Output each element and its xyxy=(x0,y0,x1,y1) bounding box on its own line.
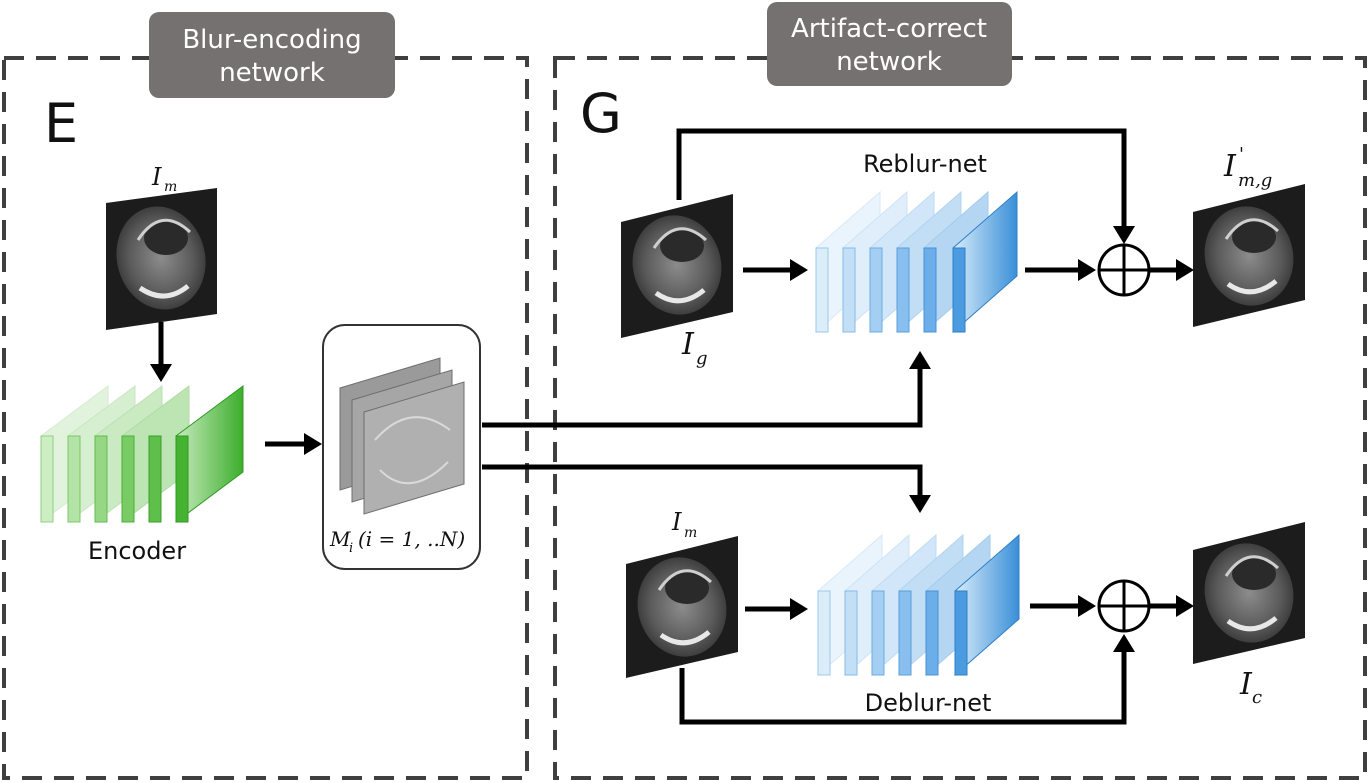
reblur-net-label: Reblur-net xyxy=(863,150,987,178)
blur-maps-label-range: (i = 1, ..N) xyxy=(358,527,465,551)
reblur-output-label-sub: m,g xyxy=(1238,170,1272,191)
upper-sum-node xyxy=(1097,243,1151,297)
deblur-input-ct-image xyxy=(626,536,738,678)
reblur-output-label: I ' m,g xyxy=(1223,144,1272,191)
reblur-input-label-sub: g xyxy=(696,348,708,369)
deblur-net-block xyxy=(817,533,1020,677)
encoder-block xyxy=(40,385,244,523)
generator-panel-tab xyxy=(767,2,1012,86)
encoder-input-ct-image xyxy=(106,188,217,330)
blur-maps-label: M i (i = 1, ..N) xyxy=(329,527,465,556)
reblur-output-label-prime: ' xyxy=(1239,144,1244,165)
reblur-output-ct-image xyxy=(1193,184,1305,327)
blur-maps-label-sub: i xyxy=(349,541,353,556)
deblur-input-label-sub: m xyxy=(684,525,697,541)
encoder-panel: Blur-encoding network E I m xyxy=(2,12,529,780)
encoder-input-label-sub: m xyxy=(164,179,177,195)
deblur-net-label: Deblur-net xyxy=(865,689,992,717)
generator-tab-line1: Artifact-correct xyxy=(791,14,987,44)
deblur-input-label: I m xyxy=(671,508,697,541)
encoder-tab-line2: network xyxy=(219,58,325,88)
generator-tab-line2: network xyxy=(836,47,942,77)
deblur-output-ct-image xyxy=(1193,522,1305,664)
deblur-output-label-base: I xyxy=(1239,667,1253,702)
generator-panel-border xyxy=(553,56,1367,780)
lower-sum-node xyxy=(1097,579,1151,633)
blur-maps-label-base: M xyxy=(329,527,351,551)
reblur-net-block xyxy=(815,190,1018,334)
encoder-tab-line1: Blur-encoding xyxy=(182,25,361,55)
blur-maps-box: M i (i = 1, ..N) xyxy=(322,324,481,570)
deblur-output-label-sub: c xyxy=(1252,687,1262,708)
reblur-input-label-base: I xyxy=(681,327,695,362)
deblur-input-label-base: I xyxy=(671,508,682,536)
blur-map-connectors xyxy=(482,351,931,513)
generator-panel-letter: G xyxy=(580,82,622,145)
encoder-panel-letter: E xyxy=(44,92,78,155)
encoder-panel-tab xyxy=(149,12,395,98)
encoder-label: Encoder xyxy=(88,537,186,565)
reblur-input-label: I g xyxy=(681,327,708,369)
encoder-input-label: I m xyxy=(151,163,177,195)
deblur-output-label: I c xyxy=(1239,667,1262,708)
encoder-input-label-base: I xyxy=(151,163,162,191)
reblur-output-label-base: I xyxy=(1223,149,1237,184)
reblur-input-ct-image xyxy=(621,194,733,338)
generator-panel: Artifact-correct network G Reblur-net De… xyxy=(553,2,1367,780)
